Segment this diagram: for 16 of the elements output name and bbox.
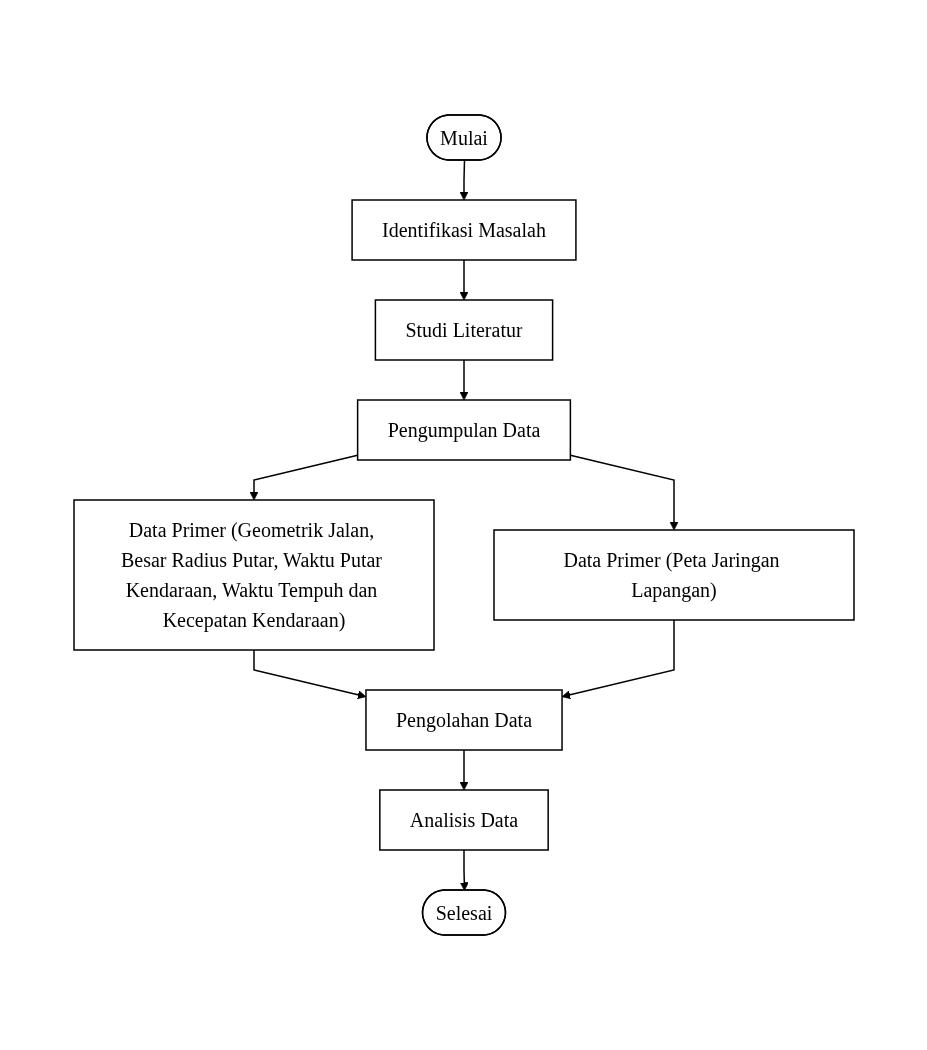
arrow bbox=[561, 619, 675, 700]
node-box: Pengolahan Data bbox=[364, 689, 563, 751]
node-box: Studi Literatur bbox=[374, 299, 553, 361]
arrow bbox=[569, 454, 678, 531]
node-box: Analisis Data bbox=[378, 789, 549, 851]
node-box: Data Primer (Peta Jaringan Lapangan) bbox=[492, 529, 855, 621]
node-box: Pengumpulan Data bbox=[356, 399, 571, 461]
arrow bbox=[459, 849, 469, 891]
arrow bbox=[459, 749, 468, 791]
node-box: Data Primer (Geometrik Jalan, Besar Radius Putar, Waktu Putar Kendaraan, Waktu Tempuh dan Kecepatan Kendaraan) bbox=[72, 499, 435, 651]
arrow bbox=[459, 259, 468, 301]
arrow bbox=[459, 359, 468, 401]
arrow bbox=[459, 159, 468, 201]
node-box: Identifikasi Masalah bbox=[350, 199, 577, 261]
arrow bbox=[249, 454, 358, 501]
arrow bbox=[252, 649, 366, 700]
